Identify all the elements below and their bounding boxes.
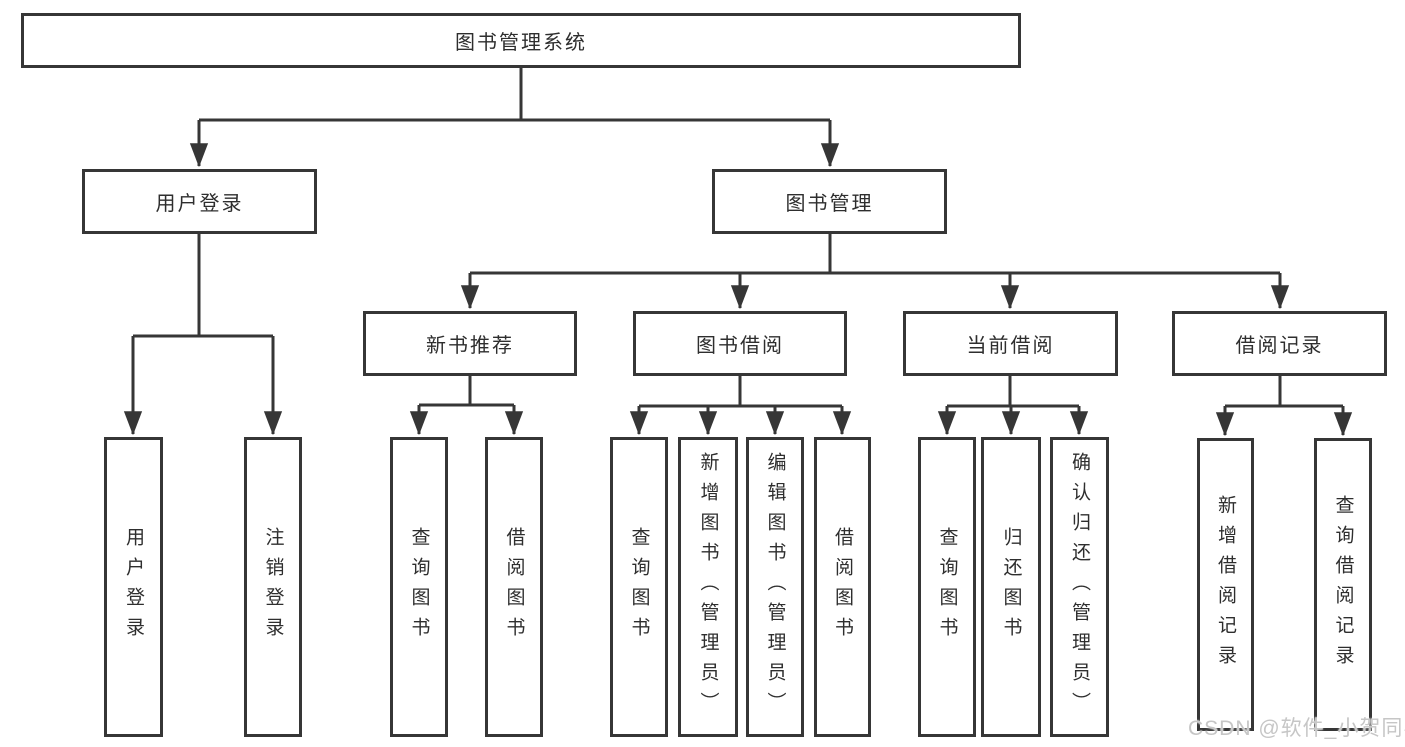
leaf-confirm-return-admin: 确认归还（管理员） bbox=[1050, 437, 1109, 737]
leaf-logout: 注销登录 bbox=[244, 437, 302, 737]
leaf-user-login-label: 用户登录 bbox=[123, 527, 144, 647]
leaf-logout-label: 注销登录 bbox=[262, 527, 284, 647]
node-library-management-system: 图书管理系统 bbox=[21, 13, 1021, 68]
node-new-book-recommend: 新书推荐 bbox=[363, 311, 577, 376]
connector-book-management-split bbox=[470, 234, 1280, 275]
connector-new-book-split bbox=[419, 376, 514, 407]
leaf-borrow-books-recommend-label: 借阅图书 bbox=[503, 527, 525, 647]
node-borrow-records-label: 借阅记录 bbox=[1235, 335, 1324, 357]
node-current-borrowing-label: 当前借阅 bbox=[966, 335, 1055, 357]
leaf-query-books-current-label: 查询图书 bbox=[936, 527, 958, 647]
leaf-add-borrow-record: 新增借阅记录 bbox=[1197, 438, 1254, 731]
leaf-query-books-borrowing: 查询图书 bbox=[610, 437, 668, 737]
leaf-query-books-borrowing-label: 查询图书 bbox=[628, 527, 650, 647]
leaf-query-books-current: 查询图书 bbox=[918, 437, 976, 737]
connector-current-borrowing-split bbox=[947, 376, 1079, 408]
connector-book-borrowing-split bbox=[639, 376, 842, 408]
node-new-book-recommend-label: 新书推荐 bbox=[426, 335, 514, 357]
leaf-query-books-recommend-label: 查询图书 bbox=[408, 527, 430, 647]
csdn-watermark: CSDN @软件_小贺同学 bbox=[1188, 717, 1405, 740]
node-book-management-label: 图书管理 bbox=[785, 193, 874, 215]
node-current-borrowing: 当前借阅 bbox=[903, 311, 1118, 376]
connector-root-split bbox=[199, 68, 830, 122]
leaf-borrow-books-recommend: 借阅图书 bbox=[485, 437, 543, 737]
leaf-borrow-books-borrowing-label: 借阅图书 bbox=[832, 527, 853, 647]
leaf-return-books-label: 归还图书 bbox=[1000, 527, 1022, 647]
leaf-query-borrow-record: 查询借阅记录 bbox=[1314, 438, 1372, 731]
leaf-add-books-admin: 新增图书（管理员） bbox=[678, 437, 738, 737]
leaf-query-books-recommend: 查询图书 bbox=[390, 437, 448, 737]
leaf-user-login: 用户登录 bbox=[104, 437, 163, 737]
node-book-management: 图书管理 bbox=[712, 169, 947, 234]
leaf-edit-books-admin: 编辑图书（管理员） bbox=[746, 437, 804, 737]
leaf-edit-books-admin-label: 编辑图书（管理员） bbox=[764, 452, 786, 722]
leaf-borrow-books-borrowing: 借阅图书 bbox=[814, 437, 871, 737]
connector-borrow-records-split bbox=[1225, 375, 1343, 408]
leaf-return-books: 归还图书 bbox=[981, 437, 1041, 737]
leaf-confirm-return-admin-label: 确认归还（管理员） bbox=[1069, 452, 1090, 722]
node-user-login-label: 用户登录 bbox=[155, 193, 244, 215]
node-library-management-system-label: 图书管理系统 bbox=[455, 32, 587, 54]
node-borrow-records: 借阅记录 bbox=[1172, 311, 1387, 376]
leaf-query-borrow-record-label: 查询借阅记录 bbox=[1332, 494, 1354, 675]
connector-user-login-split bbox=[133, 234, 273, 338]
node-book-borrowing: 图书借阅 bbox=[633, 311, 847, 376]
node-book-borrowing-label: 图书借阅 bbox=[696, 335, 784, 357]
leaf-add-books-admin-label: 新增图书（管理员） bbox=[697, 452, 719, 722]
leaf-add-borrow-record-label: 新增借阅记录 bbox=[1215, 494, 1236, 675]
node-user-login: 用户登录 bbox=[82, 169, 317, 234]
